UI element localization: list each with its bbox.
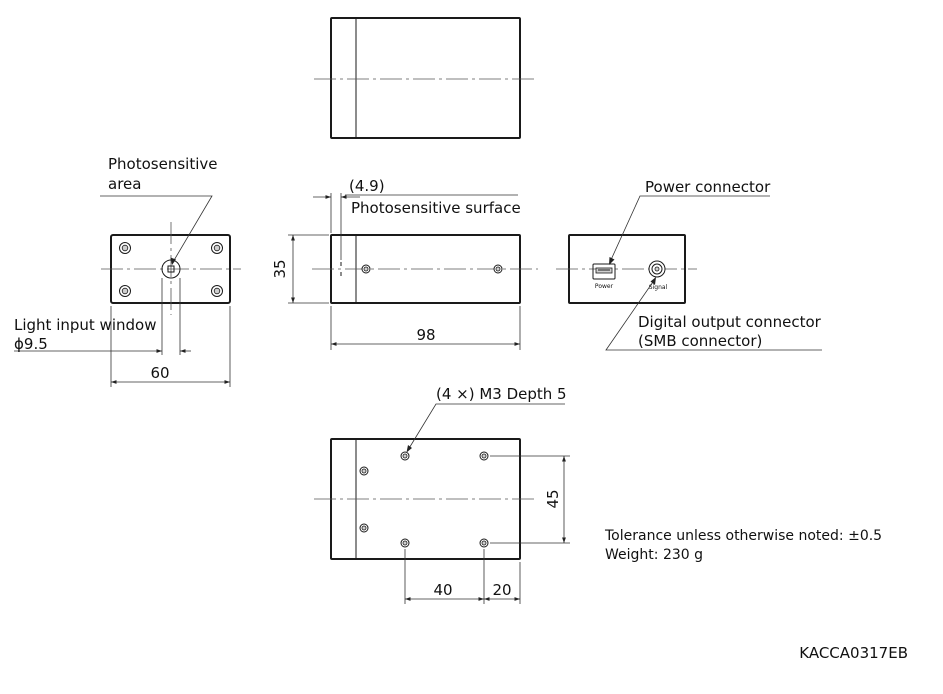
screw-bottom-left [119, 285, 131, 297]
signal-connector [648, 260, 666, 278]
power-connector [592, 263, 616, 280]
hole-offset-label: 20 [492, 581, 511, 599]
tolerance-note: Tolerance unless otherwise noted: ±0.5 [604, 528, 882, 544]
signal-label: Signal [649, 284, 668, 291]
holes-note-label: (4 ×) M3 Depth 5 [436, 385, 567, 403]
screw-top-right [211, 242, 223, 254]
weight-note: Weight: 230 g [605, 547, 703, 563]
drawing-code: KACCA0317EB [799, 644, 908, 662]
power-label: Power [595, 283, 614, 290]
m3-hole [400, 538, 410, 548]
screw-top-left [119, 242, 131, 254]
screw-bottom-right [211, 285, 223, 297]
smb-connector-label: (SMB connector) [638, 332, 762, 350]
power-connector-label: Power connector [645, 178, 771, 196]
m3-hole [400, 451, 410, 461]
thickness-dimension-label: (4.9) [349, 177, 385, 195]
bottom-side-screw-bottom [359, 523, 369, 533]
top-view [314, 17, 537, 139]
front-view-left [14, 195, 241, 387]
m3-hole [479, 451, 489, 461]
side-screw-right [493, 264, 503, 274]
photosensitive-area-square [167, 265, 175, 273]
digital-output-label: Digital output connector [638, 313, 822, 331]
photosensitive-surface-label: Photosensitive surface [351, 199, 521, 217]
side-screw-left [361, 264, 371, 274]
photosensitive-area-label-2: area [108, 175, 141, 193]
bottom-side-screw-top [359, 466, 369, 476]
m3-hole [479, 538, 489, 548]
hole-pitch-long-label: 40 [433, 581, 452, 599]
bottom-view [314, 403, 570, 604]
height-dimension-label: 35 [271, 259, 289, 278]
photosensitive-area-label: Photosensitive [108, 155, 217, 173]
light-input-window-label: Light input window [14, 316, 156, 334]
length-dimension-label: 98 [416, 326, 435, 344]
side-view [288, 193, 538, 350]
hole-pitch-short-label: 45 [544, 489, 562, 508]
window-diameter-label: ϕ9.5 [14, 335, 48, 353]
rear-view [556, 195, 822, 351]
width-dimension-label: 60 [150, 364, 169, 382]
